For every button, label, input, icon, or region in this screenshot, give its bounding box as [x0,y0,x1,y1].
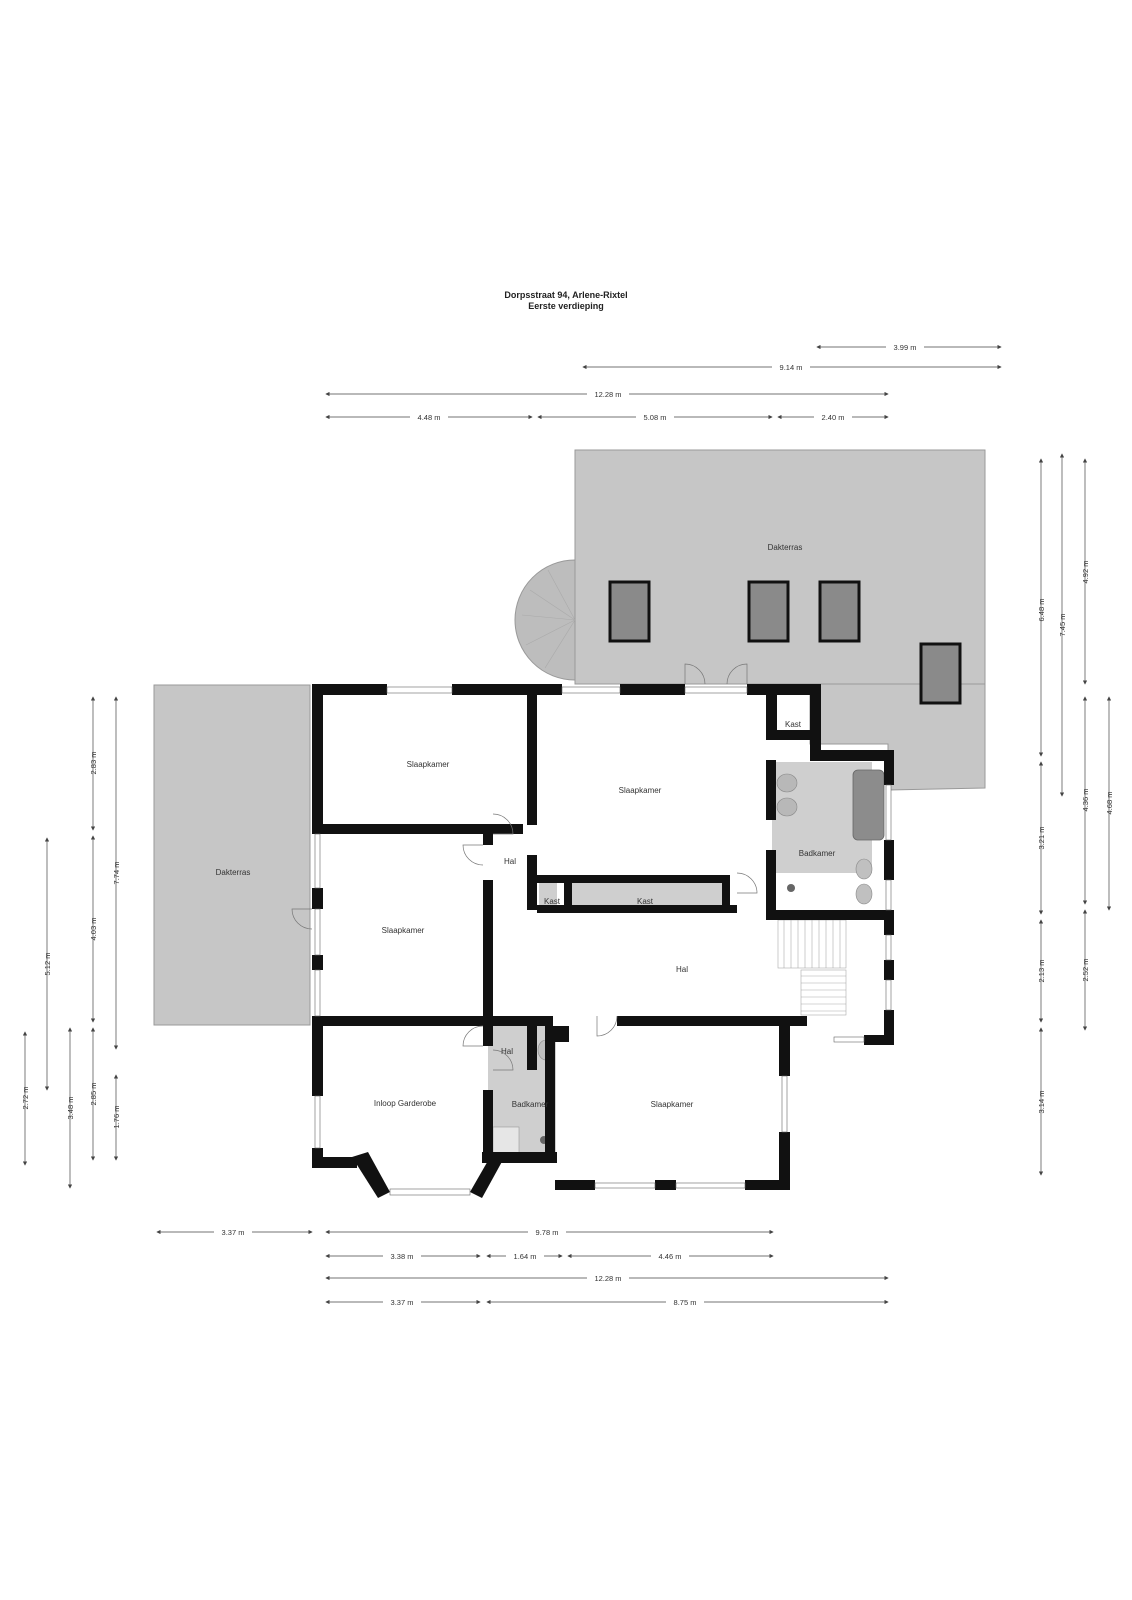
label-slaapkamer-nw: Slaapkamer [407,760,450,769]
dim-top-399: 3.99 m [894,343,917,352]
dimensions-bottom [156,1229,889,1305]
dim-top-914: 9.14 m [780,363,803,372]
label-slaapkamer-n: Slaapkamer [619,786,662,795]
dim-right-745: 7.45 m [1058,614,1067,637]
label-kast-small: Kast [544,897,561,906]
label-dakterras-left: Dakterras [216,868,251,877]
dimensions-top [325,344,1002,420]
dim-left-283: 2.83 m [89,752,98,775]
dim-right-436: 4.36 m [1081,789,1090,812]
dim-top-448: 4.48 m [418,413,441,422]
dim-right-314: 3.14 m [1037,1091,1046,1114]
label-inloop-garderobe: Inloop Garderobe [374,1099,437,1108]
dim-bottom-164: 1.64 m [514,1252,537,1261]
label-slaapkamer-se: Slaapkamer [651,1100,694,1109]
dim-bottom-337b: 3.37 m [391,1298,414,1307]
dim-right-252: 2.52 m [1081,959,1090,982]
label-dakterras-top: Dakterras [768,543,803,552]
label-badkamer-e: Badkamer [799,849,836,858]
dim-bottom-1228: 12.28 m [594,1274,621,1283]
sinks [776,773,798,817]
dim-right-468: 4.68 m [1105,792,1114,815]
dim-bottom-446: 4.46 m [659,1252,682,1261]
label-slaapkamer-w: Slaapkamer [382,926,425,935]
dim-left-285: 2.85 m [89,1083,98,1106]
dim-top-508: 5.08 m [644,413,667,422]
bathtub [852,769,885,841]
dimensions-right [1038,453,1112,1176]
dim-right-492: 4.92 m [1081,561,1090,584]
label-hal-upper: Hal [504,857,516,866]
dim-left-272: 2.72 m [21,1087,30,1110]
dim-top-240: 2.40 m [822,413,845,422]
roof-terrace-top [574,449,986,685]
dim-bottom-337a: 3.37 m [222,1228,245,1237]
dim-right-321: 3.21 m [1037,827,1046,850]
dim-bottom-875: 8.75 m [674,1298,697,1307]
label-hal-lower: Hal [501,1047,513,1056]
dim-bottom-338: 3.38 m [391,1252,414,1261]
roof-terrace-left [153,684,311,1026]
dim-right-213: 2.13 m [1037,960,1046,983]
main-stairs [777,919,847,1016]
floor-title: Eerste verdieping [528,301,604,311]
doors [291,663,758,1071]
dim-left-774: 7.74 m [112,862,121,885]
label-kast-long: Kast [637,897,654,906]
dim-right-648: 6.48 m [1037,599,1046,622]
dim-bottom-978: 9.78 m [536,1228,559,1237]
label-hal-main: Hal [676,965,688,974]
room-labels: Dakterras Dakterras Slaapkamer Slaapkame… [216,543,836,1109]
dim-left-348: 3.48 m [66,1097,75,1120]
address-title: Dorpsstraat 94, Arlene-Rixtel [504,290,628,300]
spiral-stair [514,559,576,681]
dim-left-403: 4.03 m [89,918,98,941]
dim-top-1228: 12.28 m [594,390,621,399]
label-badkamer-s: Badkamer [512,1100,549,1109]
dim-left-176: 1.76 m [112,1106,121,1129]
label-kast-ne: Kast [785,720,802,729]
skylights [608,580,962,705]
walls [312,684,894,1198]
dimensions-left [22,696,119,1189]
dim-left-512: 5.12 m [43,953,52,976]
windows [314,686,892,1196]
